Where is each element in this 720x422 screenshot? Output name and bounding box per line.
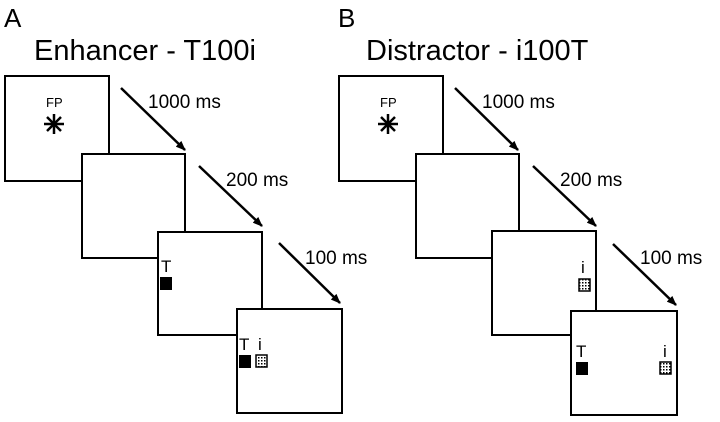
delay-2: 200 ms	[560, 170, 622, 191]
arrow-1-icon	[454, 87, 519, 151]
fp-label: FP	[380, 95, 397, 110]
arrow-2-icon	[532, 165, 597, 227]
arrow-1-icon	[120, 87, 186, 151]
frame-3-letter: T	[161, 257, 171, 276]
distractor-square-icon	[578, 278, 591, 292]
target-square-icon	[576, 362, 588, 375]
frame-4-letter-i: i	[258, 335, 262, 354]
frame-3-letter: i	[581, 258, 585, 277]
frame-4-letter-t: T	[239, 335, 249, 354]
panel-a-letter: A	[4, 3, 22, 33]
frame-4-target-and-distractor	[236, 308, 343, 414]
target-square-icon	[160, 277, 172, 290]
distractor-square-icon	[659, 361, 672, 375]
panel-b-title: Distractor - i100T	[366, 35, 589, 67]
panel-a-title: Enhancer - T100i	[34, 35, 256, 67]
arrow-2-icon	[198, 165, 263, 227]
panel-b-letter: B	[338, 3, 355, 33]
frame-4-letter-i: i	[663, 342, 667, 361]
panel-b: B Distractor - i100T FP i T i 1000 ms 20…	[338, 3, 702, 416]
fixation-star-icon	[44, 114, 64, 134]
arrow-3-icon	[612, 243, 677, 306]
distractor-square-icon	[255, 354, 268, 368]
panel-a: A Enhancer - T100i FP T T i 1000 ms 200 …	[4, 3, 367, 414]
frame-4-letter-t: T	[576, 342, 586, 361]
arrow-3-icon	[278, 242, 341, 304]
delay-3: 100 ms	[640, 248, 702, 269]
delay-1: 1000 ms	[482, 92, 555, 113]
delay-1: 1000 ms	[148, 92, 221, 113]
fp-label: FP	[46, 95, 63, 110]
target-square-icon	[239, 355, 251, 368]
fixation-star-icon	[378, 114, 398, 134]
delay-2: 200 ms	[226, 170, 288, 191]
delay-3: 100 ms	[305, 248, 367, 269]
